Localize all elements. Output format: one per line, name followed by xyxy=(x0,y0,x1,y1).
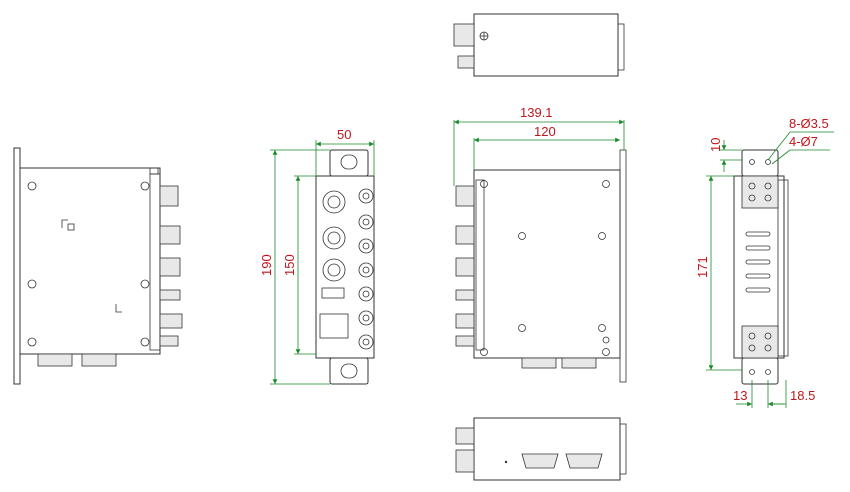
dim-rear-height: 171 xyxy=(695,256,710,278)
dim-rear-bottom-right: 18.5 xyxy=(790,388,815,403)
dim-front-height-outer: 190 xyxy=(259,254,274,276)
dim-rear-top-gap: 10 xyxy=(708,138,723,152)
top-view xyxy=(453,13,625,77)
dim-rear-bottom-left: 13 xyxy=(733,388,747,403)
bottom-view xyxy=(455,417,627,481)
dim-side-width-outer: 139.1 xyxy=(520,105,553,120)
side-view xyxy=(455,149,627,383)
dim-front-height-inner: 150 xyxy=(282,254,297,276)
rear-view xyxy=(733,149,789,385)
dim-rear-mount-holes-small: 8-Ø3.5 xyxy=(789,116,829,131)
side-dimensions: 139.1 120 xyxy=(453,105,625,186)
dim-front-width: 50 xyxy=(337,127,351,142)
dim-side-width-inner: 120 xyxy=(534,124,556,139)
front-view xyxy=(315,149,375,385)
rear-dimensions: 10 171 8-Ø3.5 4-Ø7 13 18.5 xyxy=(695,116,834,408)
dim-rear-mount-holes-large: 4-Ø7 xyxy=(789,134,818,149)
left-side-view xyxy=(13,147,183,385)
front-dimensions: 50 190 150 xyxy=(259,127,375,385)
